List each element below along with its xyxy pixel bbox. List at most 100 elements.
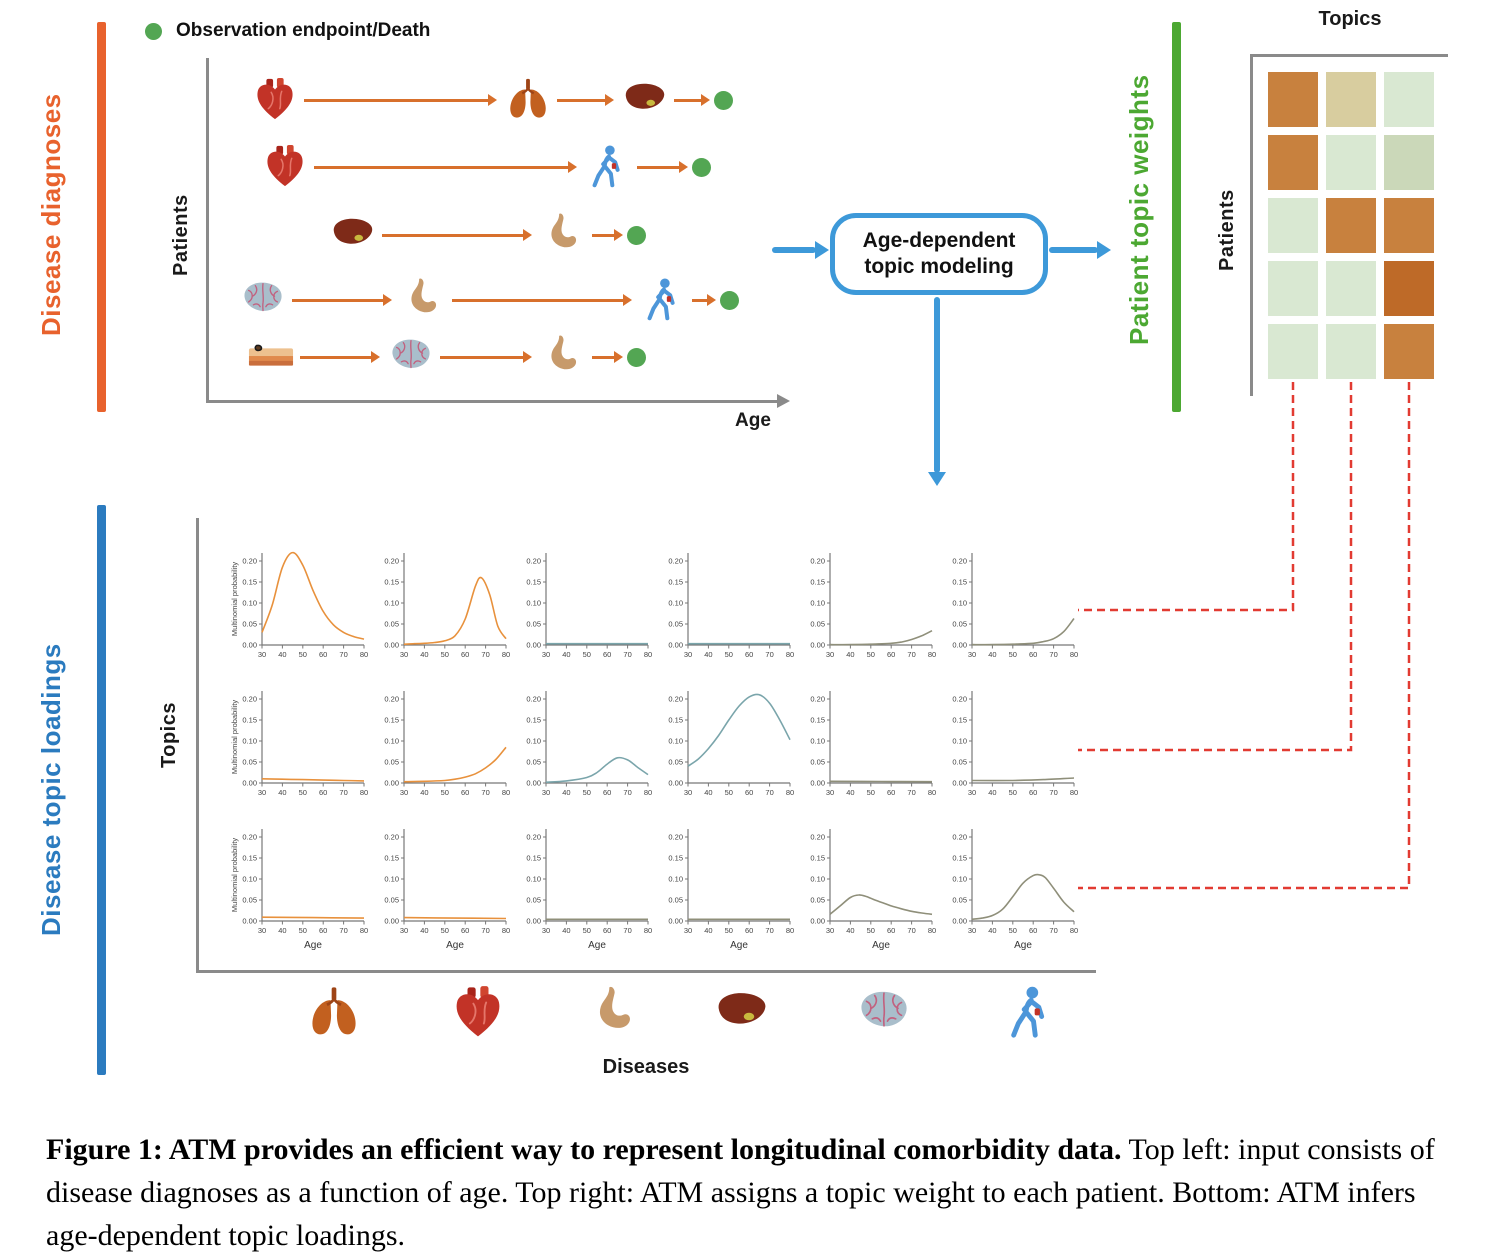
svg-text:40: 40 [278, 926, 286, 935]
svg-text:Age: Age [304, 940, 322, 951]
svg-text:0.10: 0.10 [668, 599, 683, 608]
svg-text:80: 80 [502, 650, 510, 659]
svg-text:0.05: 0.05 [668, 896, 683, 905]
svg-text:0.10: 0.10 [810, 599, 825, 608]
svg-text:30: 30 [684, 650, 692, 659]
svg-text:0.05: 0.05 [526, 758, 541, 767]
svg-text:60: 60 [319, 650, 327, 659]
process-box-line2: topic modeling [864, 255, 1014, 278]
svg-text:0.00: 0.00 [384, 917, 399, 926]
svg-text:0.10: 0.10 [810, 737, 825, 746]
svg-text:0.10: 0.10 [668, 875, 683, 884]
svg-text:0.15: 0.15 [526, 578, 541, 587]
stomach-icon [400, 277, 446, 323]
svg-text:60: 60 [887, 926, 895, 935]
stomach-icon [586, 985, 642, 1041]
legend: Observation endpoint/Death [145, 20, 430, 42]
topics-axis-label: Topics [158, 702, 180, 768]
svg-text:0.20: 0.20 [810, 557, 825, 566]
svg-text:60: 60 [1029, 926, 1037, 935]
svg-text:0.05: 0.05 [810, 896, 825, 905]
svg-text:0.20: 0.20 [952, 833, 967, 842]
svg-text:Age: Age [730, 940, 748, 951]
topic-weight-cell-r5c1 [1268, 324, 1318, 379]
heart-icon [450, 985, 506, 1041]
heart-icon [252, 77, 298, 123]
svg-text:0.10: 0.10 [526, 737, 541, 746]
svg-text:0.05: 0.05 [526, 620, 541, 629]
weights-section-label: Patient topic weights [1124, 74, 1154, 346]
process-box: Age-dependent topic modeling [830, 213, 1048, 295]
endpoint-dot [692, 157, 711, 177]
svg-text:70: 70 [765, 650, 773, 659]
progression-arrow [314, 161, 577, 173]
topic-weight-cell-r2c1 [1268, 135, 1318, 190]
svg-text:0.10: 0.10 [810, 875, 825, 884]
svg-text:40: 40 [988, 926, 996, 935]
svg-text:0.00: 0.00 [810, 917, 825, 926]
svg-text:0.15: 0.15 [810, 578, 825, 587]
svg-text:0.05: 0.05 [810, 758, 825, 767]
lungs-icon [505, 77, 551, 123]
flow-arrow-to-weights [1049, 240, 1111, 259]
svg-text:0.20: 0.20 [952, 695, 967, 704]
svg-text:0.15: 0.15 [668, 854, 683, 863]
svg-text:80: 80 [1070, 650, 1078, 659]
svg-text:0.00: 0.00 [668, 779, 683, 788]
svg-text:60: 60 [745, 926, 753, 935]
loadings-section-bar [97, 505, 106, 1075]
svg-text:40: 40 [704, 926, 712, 935]
svg-text:80: 80 [502, 926, 510, 935]
progression-arrow [292, 294, 392, 306]
topic-weight-cell-r3c1 [1268, 198, 1318, 253]
endpoint-dot [627, 225, 646, 245]
svg-text:70: 70 [623, 926, 631, 935]
svg-text:30: 30 [826, 650, 834, 659]
svg-text:0.00: 0.00 [952, 917, 967, 926]
svg-text:0.15: 0.15 [952, 716, 967, 725]
svg-text:0.15: 0.15 [526, 854, 541, 863]
svg-text:0.10: 0.10 [952, 875, 967, 884]
svg-text:0.15: 0.15 [668, 716, 683, 725]
svg-text:80: 80 [928, 788, 936, 797]
topic-weight-cell-r1c3 [1384, 72, 1434, 127]
svg-text:70: 70 [907, 788, 915, 797]
figure-caption: Figure 1: ATM provides an efficient way … [46, 1128, 1442, 1254]
svg-text:40: 40 [704, 788, 712, 797]
svg-text:80: 80 [644, 788, 652, 797]
legend-label: Observation endpoint/Death [176, 20, 431, 41]
svg-text:60: 60 [461, 926, 469, 935]
liver-icon [330, 212, 376, 258]
topic-weight-cell-r3c2 [1326, 198, 1376, 253]
process-box-line1: Age-dependent [862, 228, 1016, 252]
svg-text:70: 70 [1049, 650, 1057, 659]
svg-text:50: 50 [1009, 788, 1017, 797]
svg-text:0.05: 0.05 [668, 758, 683, 767]
svg-text:50: 50 [725, 788, 733, 797]
svg-text:0.05: 0.05 [242, 620, 257, 629]
svg-text:70: 70 [339, 926, 347, 935]
svg-text:0.20: 0.20 [810, 833, 825, 842]
svg-text:40: 40 [562, 788, 570, 797]
svg-text:0.00: 0.00 [242, 917, 257, 926]
svg-text:0.10: 0.10 [384, 599, 399, 608]
svg-text:70: 70 [1049, 926, 1057, 935]
svg-text:0.05: 0.05 [384, 620, 399, 629]
svg-text:0.20: 0.20 [242, 833, 257, 842]
age-axis-arrowhead [777, 394, 790, 408]
svg-text:50: 50 [583, 926, 591, 935]
svg-text:30: 30 [968, 788, 976, 797]
stomach-icon [540, 334, 586, 380]
svg-text:40: 40 [278, 650, 286, 659]
diseases-axis-line [196, 970, 1096, 973]
svg-text:30: 30 [542, 788, 550, 797]
svg-text:40: 40 [420, 650, 428, 659]
svg-text:0.20: 0.20 [668, 833, 683, 842]
